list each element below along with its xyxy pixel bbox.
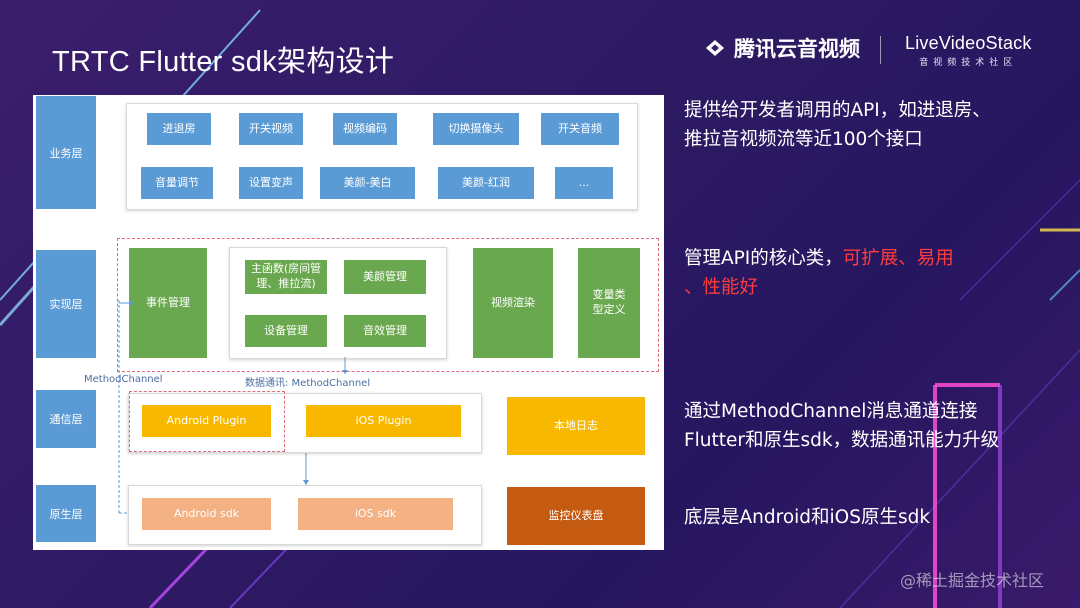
api-more: ... [555,167,613,199]
impl-device-manager: 设备管理 [245,315,327,347]
architecture-diagram: 业务层 实现层 通信层 原生层 进退房 开关视频 视频编码 切换摄像头 开关音频… [33,95,664,550]
desc-comm-line2: Flutter和原生sdk，数据通讯能力升级 [684,430,1000,451]
comm-ios-plugin: iOS Plugin [306,405,461,437]
desc-business-line2: 推拉音视频流等近100个接口 [684,129,923,150]
impl-layer-dashed-border [117,238,659,372]
comm-android-plugin: Android Plugin [142,405,271,437]
android-plugin-dashed-border [129,391,285,452]
api-volume-adjust: 音量调节 [141,167,213,199]
desc-business-layer: 提供给开发者调用的API，如进退房、 推拉音视频流等近100个接口 [684,96,991,154]
impl-video-render: 视频渲染 [473,248,553,358]
api-video-encoding: 视频编码 [333,113,397,145]
livevideostack-logo-sub: 音视频技术社区 [919,58,1018,68]
api-beauty-ruddy: 美颜-红润 [438,167,534,199]
slide-title: TRTC Flutter sdk架构设计 [52,46,395,78]
tencent-logo-text: 腾讯云音视频 [734,37,860,61]
impl-beauty-manager: 美颜管理 [344,260,426,294]
desc-impl-line1-plain: 管理API的核心类， [684,248,843,269]
native-monitor-dashboard: 监控仪表盘 [507,487,645,545]
desc-comm-layer: 通过MethodChannel消息通道连接 Flutter和原生sdk，数据通讯… [684,397,999,455]
api-toggle-video: 开关视频 [239,113,303,145]
desc-impl-layer: 管理API的核心类，可扩展、易用 、性能好 [684,244,954,302]
comm-local-log: 本地日志 [507,397,645,455]
livevideostack-logo: LiveVideoStack 音视频技术社区 [905,33,1032,68]
annotation-method-channel: MethodChannel [84,374,163,385]
desc-business-line1: 提供给开发者调用的API，如进退房、 [684,100,991,121]
desc-native-line1: 底层是Android和iOS原生sdk [684,507,931,528]
api-switch-camera: 切换摄像头 [433,113,519,145]
impl-event-manager: 事件管理 [129,248,207,358]
desc-impl-line2-highlight: 、性能好 [684,277,759,298]
api-beauty-whitening: 美颜-美白 [320,167,415,199]
watermark: @稀土掘金技术社区 [900,571,1045,590]
layer-label-business: 业务层 [36,96,96,209]
desc-impl-line1-highlight: 可扩展、易用 [842,248,954,269]
impl-var-type-definitions: 变量类型定义 [578,248,640,358]
desc-comm-line1: 通过MethodChannel消息通道连接 [684,401,978,422]
desc-native-layer: 底层是Android和iOS原生sdk [684,503,930,532]
impl-audio-effect-manager: 音效管理 [344,315,426,347]
api-voice-change: 设置变声 [239,167,303,199]
native-ios-sdk: iOS sdk [298,498,453,530]
api-enter-exit-room: 进退房 [147,113,211,145]
livevideostack-logo-main: LiveVideoStack [905,33,1032,53]
impl-main-function: 主函数(房间管理、推拉流) [245,260,327,294]
native-android-sdk: Android sdk [142,498,271,530]
tencent-logo: 腾讯云音视频 [702,33,860,63]
layer-label-impl: 实现层 [36,250,96,358]
logo-separator [880,36,881,64]
layer-label-native: 原生层 [36,485,96,542]
annotation-data-comm: 数据通讯: MethodChannel [245,378,371,389]
api-toggle-audio: 开关音频 [541,113,619,145]
tencent-cloud-icon [706,40,724,56]
layer-label-comm: 通信层 [36,390,96,448]
